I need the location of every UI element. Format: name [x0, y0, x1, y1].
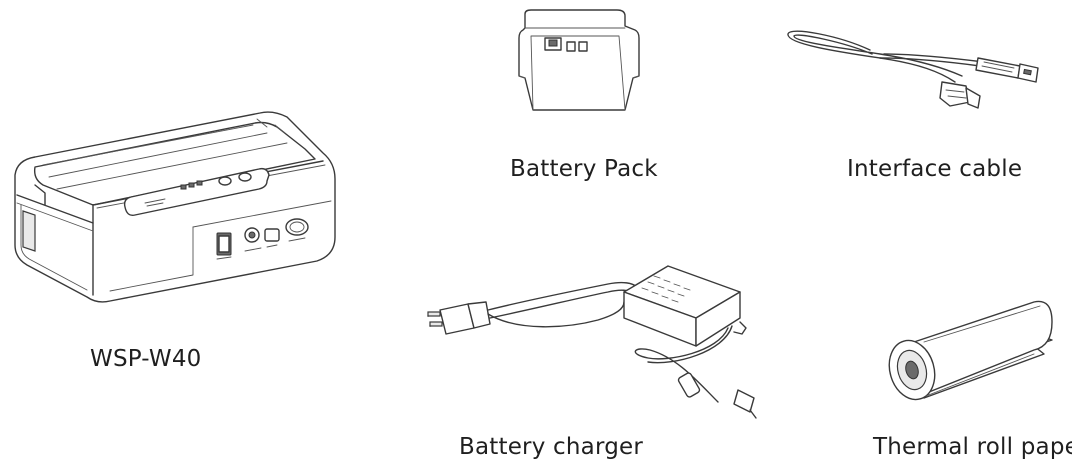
- battery-charger-illustration: [427, 262, 758, 422]
- interface-cable-label: Interface cable: [847, 156, 1023, 182]
- battery-pack-label: Battery Pack: [510, 156, 658, 182]
- printer-label: WSP-W40: [90, 346, 202, 372]
- battery-pack-illustration: [505, 6, 645, 118]
- printer-illustration: [5, 105, 340, 305]
- interface-cable-illustration: [780, 18, 1045, 113]
- thermal-roll-label: Thermal roll paper: [873, 434, 1072, 460]
- battery-charger-label: Battery charger: [459, 434, 644, 460]
- thermal-roll-illustration: [884, 294, 1059, 419]
